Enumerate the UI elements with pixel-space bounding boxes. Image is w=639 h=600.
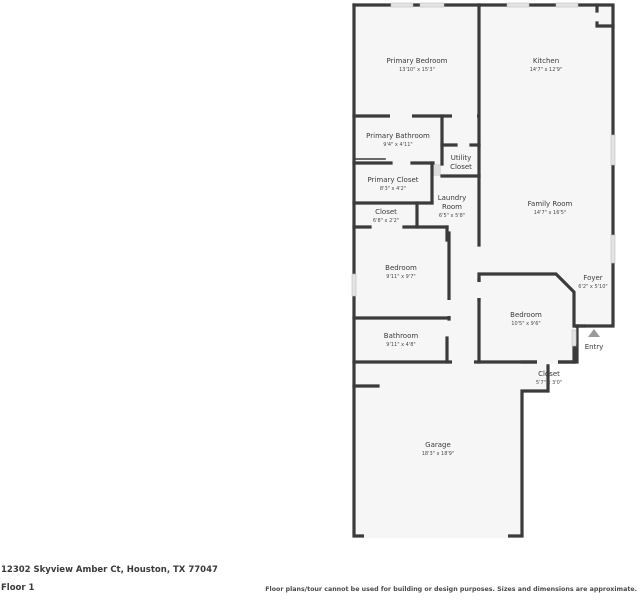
svg-text:Closet: Closet [538,370,560,378]
svg-text:6'2" x 5'10": 6'2" x 5'10" [578,284,607,290]
svg-text:Laundry: Laundry [438,194,467,202]
svg-text:Primary Closet: Primary Closet [367,176,418,184]
room-laundry: Laundry Room 6'5" x 5'8" [438,194,467,219]
svg-text:Primary Bathroom: Primary Bathroom [366,132,430,140]
svg-text:14'7" x 12'9": 14'7" x 12'9" [530,67,563,73]
svg-text:Closet: Closet [375,208,397,216]
room-bedroom-1: Bedroom 9'11" x 9'7" [385,264,417,280]
windows [351,2,616,347]
svg-text:Foyer: Foyer [583,274,603,282]
svg-text:Primary Bedroom: Primary Bedroom [387,57,448,65]
room-closet-garage: Closet 5'7" x 3'0" [536,370,562,386]
svg-text:Garage: Garage [425,441,451,449]
svg-text:Bathroom: Bathroom [384,332,419,340]
room-garage: Garage 18'3" x 18'9" [422,441,455,457]
svg-text:5'7" x 3'0": 5'7" x 3'0" [536,380,562,386]
svg-text:Closet: Closet [450,163,472,171]
floor-label: Floor 1 [1,583,35,593]
svg-text:18'3" x 18'9": 18'3" x 18'9" [422,451,455,457]
room-primary-bedroom: Primary Bedroom 13'10" x 15'3" [387,57,448,73]
svg-text:9'11" x 9'7": 9'11" x 9'7" [386,274,415,280]
room-foyer: Foyer 6'2" x 5'10" [578,274,607,290]
room-bedroom-2: Bedroom 10'5" x 9'6" [510,311,542,327]
svg-text:8'3" x 4'2": 8'3" x 4'2" [380,186,406,192]
room-utility-closet: Utility Closet [450,154,472,171]
svg-text:Bedroom: Bedroom [510,311,542,319]
svg-text:10'5" x 9'6": 10'5" x 9'6" [511,321,540,327]
svg-text:13'10" x 15'3": 13'10" x 15'3" [399,67,435,73]
svg-text:Room: Room [442,203,462,211]
room-primary-bathroom: Primary Bathroom 9'4" x 4'11" [366,132,430,148]
svg-text:Utility: Utility [451,154,472,162]
openings [364,113,577,539]
svg-text:9'4" x 4'11": 9'4" x 4'11" [383,142,412,148]
svg-text:Bedroom: Bedroom [385,264,417,272]
address-text: 12302 Skyview Amber Ct, Houston, TX 7704… [1,565,218,575]
svg-text:6'8" x 2'2": 6'8" x 2'2" [373,218,399,224]
entry-marker: Entry [585,329,604,351]
svg-text:Family Room: Family Room [528,200,573,208]
room-family-room: Family Room 14'7" x 16'5" [528,200,573,216]
entry-arrow-icon [588,329,600,337]
svg-text:6'5" x 5'8": 6'5" x 5'8" [439,213,465,219]
svg-text:14'7" x 16'5": 14'7" x 16'5" [534,210,567,216]
entry-label: Entry [585,343,604,351]
room-labels: Primary Bedroom 13'10" x 15'3" Kitchen 1… [366,57,608,457]
room-bathroom: Bathroom 9'11" x 4'8" [384,332,419,348]
room-primary-closet: Primary Closet 8'3" x 4'2" [367,176,418,192]
floor-fills [354,5,613,536]
svg-text:Kitchen: Kitchen [533,57,559,65]
disclaimer-text: Floor plans/tour cannot be used for buil… [265,586,637,593]
room-kitchen: Kitchen 14'7" x 12'9" [530,57,563,73]
shaft-hatch [433,164,441,176]
room-closet-small: Closet 6'8" x 2'2" [373,208,399,224]
svg-text:9'11" x 4'8": 9'11" x 4'8" [386,342,415,348]
